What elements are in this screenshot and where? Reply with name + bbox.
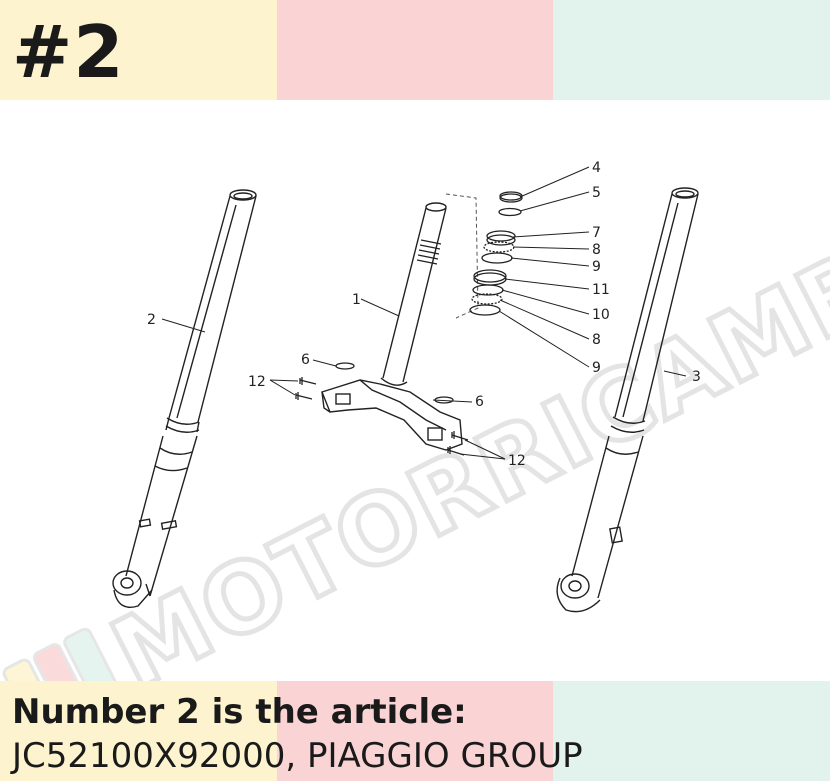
callout-7: 7	[592, 225, 601, 241]
callout-12-right: 12	[508, 453, 526, 469]
caption-heading: Number 2 is the article:	[12, 692, 467, 732]
part-9-race-top	[481, 252, 513, 264]
header-band	[0, 0, 830, 100]
part-8-bearing-top	[483, 241, 515, 253]
callout-10: 10	[592, 307, 610, 323]
callout-9-bottom: 9	[592, 360, 601, 376]
washers-6	[335, 362, 454, 404]
callout-6-left: 6	[301, 352, 310, 368]
callout-4: 4	[592, 160, 601, 176]
part-7-race	[486, 230, 516, 242]
article-caption: Number 2 is the article: JC52100X92000, …	[12, 690, 822, 778]
part-8-bearing-bottom	[471, 293, 503, 305]
fork-exploded-diagram: MOTORRICAMBI	[2, 160, 830, 681]
footer-band	[0, 681, 830, 781]
steering-stem	[321, 202, 463, 451]
footer-band-mint	[553, 681, 830, 781]
caption-article-code: JC52100X92000, PIAGGIO GROUP	[12, 736, 583, 776]
callout-1: 1	[352, 292, 361, 308]
callout-3: 3	[692, 369, 701, 385]
part-9-race-bottom	[469, 304, 501, 316]
callout-8-top: 8	[592, 242, 601, 258]
watermark-text: MOTORRICAMBI	[95, 211, 830, 681]
watermark-logo: MOTORRICAMBI	[2, 209, 830, 681]
header-band-yellow	[0, 0, 277, 100]
callout-labels: 2 3 1 4 5 7 8 9 11 10 8 9 6 6 12 12	[147, 160, 701, 469]
item-number-badge: #2	[12, 10, 125, 94]
footer-band-yellow	[0, 681, 277, 781]
bearing-stack-outline	[445, 193, 479, 319]
part-11-ring	[473, 269, 507, 283]
callout-2: 2	[147, 312, 156, 328]
part-5-washer	[498, 207, 522, 217]
callout-12-left: 12	[248, 374, 266, 390]
callout-5: 5	[592, 185, 601, 201]
callout-6-right: 6	[475, 394, 484, 410]
part-4-nut	[499, 193, 523, 203]
leader-lines	[161, 166, 687, 460]
header-band-mint	[553, 0, 830, 100]
fork-leg-left	[112, 189, 257, 608]
callout-9-top: 9	[592, 259, 601, 275]
callout-8-bottom: 8	[592, 332, 601, 348]
fork-leg-right	[556, 187, 699, 613]
callout-11: 11	[592, 282, 610, 298]
footer-band-pink	[277, 681, 553, 781]
header-band-pink	[277, 0, 553, 100]
